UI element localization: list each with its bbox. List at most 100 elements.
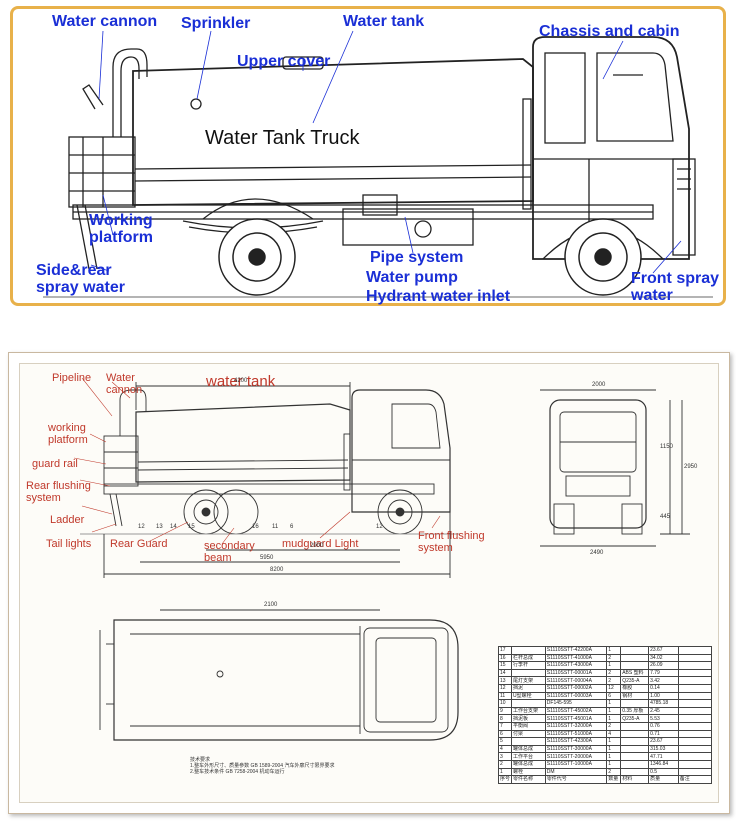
table-cell: 0.35 厚板	[620, 706, 650, 716]
table-cell: 1	[606, 699, 622, 708]
label-water-tank-red: water tank	[206, 373, 276, 390]
table-cell: 1	[606, 744, 622, 754]
table-cell: 材料	[620, 775, 650, 784]
label-upper-cover: Upper cover	[237, 53, 331, 70]
dim-tank-length: 4200	[234, 378, 248, 384]
table-cell: 质量	[648, 775, 679, 784]
table-cell	[677, 699, 713, 708]
table-cell: 栏杆总成	[511, 653, 546, 663]
table-cell: 行李杆	[511, 661, 546, 670]
callout-number: 6	[290, 524, 294, 530]
table-cell: 5	[497, 737, 513, 746]
table-cell: 1	[606, 714, 622, 723]
table-cell: 34.02	[648, 653, 679, 663]
table-cell: 付梁	[511, 729, 546, 739]
table-cell: S1110SSTT-00004A	[544, 676, 608, 685]
table-cell: 12	[497, 683, 513, 693]
table-cell	[620, 759, 650, 769]
table-cell	[677, 691, 713, 701]
drawing-sheet: Pipeline Water cannon water tank working…	[19, 363, 719, 803]
table-cell: S1110SSTT-42300A	[544, 737, 608, 746]
table-cell: 2	[606, 668, 622, 678]
table-cell: S1110SSTT-42200A	[544, 646, 608, 655]
table-cell: 16	[497, 653, 513, 663]
table-cell: 1	[606, 752, 622, 761]
label-sprinkler: Sprinkler	[181, 15, 251, 32]
dim-wheelbase: 5950	[260, 555, 274, 561]
engineering-drawing-panel: Pipeline Water cannon water tank working…	[8, 352, 730, 814]
table-cell: 尾灯支架	[511, 676, 546, 685]
label-front-spray: Front spray water	[631, 270, 720, 304]
table-cell	[677, 729, 713, 739]
dim-overall-height: 2950	[684, 464, 698, 470]
table-cell: 0.5	[648, 767, 679, 777]
table-cell: S1110SSTT-51000A	[544, 729, 608, 739]
table-cell: 零件名称	[511, 775, 546, 784]
table-cell: 1.00	[648, 691, 679, 701]
label-pipe-system: Pipe system	[370, 249, 464, 266]
dim-height-upper: 1150	[660, 444, 673, 450]
table-cell: 1	[606, 646, 622, 655]
table-cell	[677, 744, 713, 754]
table-cell: 平衡阀	[511, 721, 546, 731]
label-ladder: Ladder	[50, 514, 85, 526]
table-cell: 0.71	[648, 729, 679, 739]
table-cell	[677, 721, 713, 731]
table-cell: 17	[497, 646, 513, 655]
table-cell	[677, 661, 713, 670]
table-cell: 工作平台	[511, 752, 546, 761]
table-cell	[511, 699, 546, 708]
table-cell: 螺栓	[511, 767, 546, 777]
table-cell: S1110SSTT-00002A	[544, 683, 608, 693]
label-pipeline: Pipeline	[52, 372, 92, 384]
callout-number: 14	[170, 524, 177, 530]
table-cell	[677, 683, 713, 693]
table-cell: 工作台支架	[511, 706, 546, 716]
table-cell	[677, 737, 713, 746]
table-cell: 4	[606, 729, 622, 739]
table-cell: S1110SSTT-45001A	[544, 714, 608, 723]
table-cell: 挡泥	[511, 683, 546, 693]
dim-plan-width: 2100	[264, 602, 278, 608]
table-cell: S1110SSTT-10000A	[544, 759, 608, 769]
table-cell: 26.09	[648, 661, 679, 670]
table-cell: 4785.18	[648, 699, 679, 708]
side-view-truck-drawing	[43, 30, 713, 298]
table-cell: 1	[606, 661, 622, 670]
table-cell	[620, 653, 650, 663]
callout-number: 11	[272, 524, 279, 530]
table-cell: 4	[497, 744, 513, 754]
table-cell: 11	[497, 691, 513, 701]
dim-rear-width: 2000	[592, 382, 606, 388]
callout-number: 16	[252, 524, 259, 530]
table-cell: S1110SSTT-00003A	[544, 691, 608, 701]
table-cell: 2	[606, 767, 622, 777]
label-hydrant-inlet: Hydrant water inlet	[366, 288, 511, 305]
table-cell: DF145-595	[544, 699, 608, 708]
label-rear-flushing: Rear flushing system	[26, 480, 91, 504]
table-cell: 47.71	[648, 752, 679, 761]
label-front-flushing: Front flushing system	[418, 530, 485, 554]
table-cell	[620, 744, 650, 754]
table-cell: 1	[606, 737, 622, 746]
table-cell: ABS 塑料	[620, 668, 650, 678]
table-cell: 14	[497, 668, 513, 678]
table-cell: 23.67	[648, 737, 679, 746]
label-working-platform-red: working platform	[48, 422, 88, 446]
table-cell	[620, 699, 650, 708]
table-row: 序号零件名称零件代号数量材料质量备注	[497, 775, 713, 784]
table-cell	[620, 646, 650, 655]
table-cell: S1110SSTT-41000A	[544, 653, 608, 663]
table-cell	[620, 721, 650, 731]
